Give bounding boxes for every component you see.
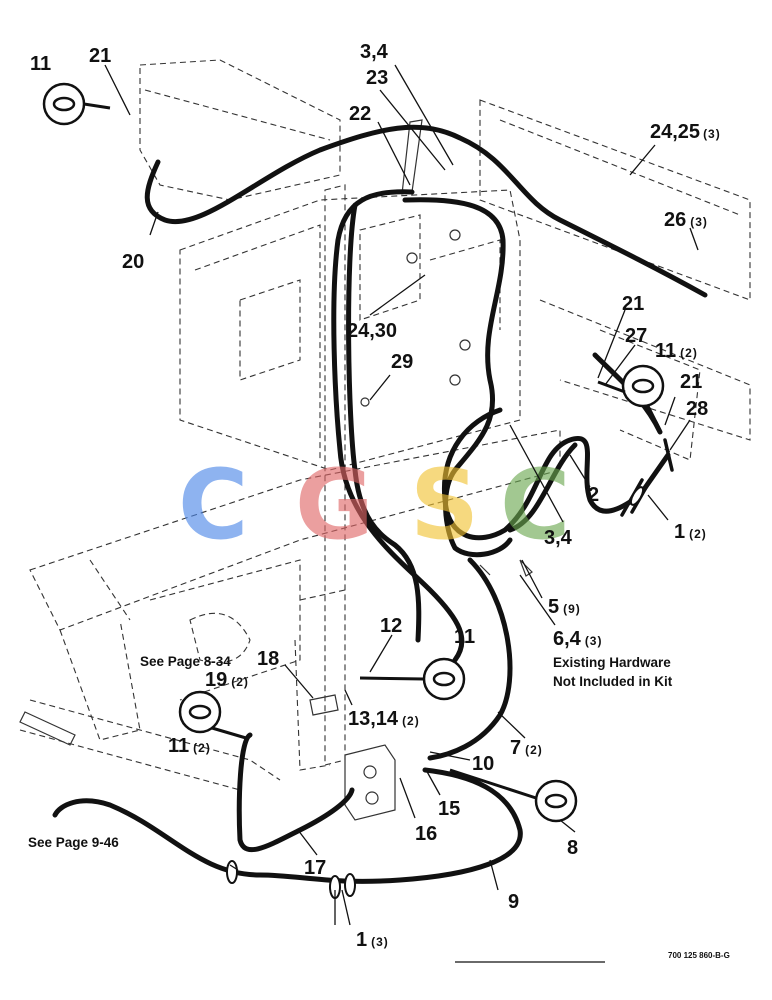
callout-11: 11 [454, 626, 475, 648]
callout-13-14: 13,14(2) [348, 708, 420, 730]
callout-22: 22 [349, 103, 371, 125]
callout-1: 1(3) [356, 929, 389, 951]
existing-hardware-note: Existing Hardware [553, 655, 671, 670]
ring-detail-center [359, 657, 466, 701]
watermark: C G S C [178, 449, 570, 561]
callout-21: 21 [622, 293, 644, 315]
callout-5: 5(9) [548, 596, 581, 618]
ring-detail-right [597, 364, 665, 431]
callout-17: 17 [304, 857, 326, 879]
callout-12: 12 [380, 615, 402, 637]
o-ring-details [42, 82, 665, 823]
leader-lines [104, 64, 699, 963]
callout-24-25: 24,25(3) [650, 121, 721, 143]
see-page-8-34-note: See Page 8-34 [140, 654, 231, 669]
callout-23: 23 [366, 67, 388, 89]
watermark-letter: G [295, 449, 374, 561]
ring-detail-left [178, 690, 247, 740]
callout-27: 27 [625, 325, 647, 347]
callout-16: 16 [415, 823, 437, 845]
callout-3-4: 3,4 [360, 41, 389, 63]
callout-26: 26(3) [664, 209, 708, 231]
machine-frame [19, 59, 751, 821]
callout-7: 7(2) [510, 737, 543, 759]
callout-11: 11(2) [168, 735, 211, 757]
callout-21: 21 [680, 371, 702, 393]
callout-19: 19(2) [205, 669, 249, 691]
hose-clamps [226, 486, 645, 899]
callout-11: 11 [30, 53, 51, 75]
hydraulic-hoses [52, 124, 708, 884]
drawing-number: 700 125 860-B-G [668, 951, 730, 960]
watermark-letter: S [410, 449, 479, 561]
callout-24-30: 24,30 [347, 320, 397, 342]
callout-18: 18 [257, 648, 279, 670]
callout-6-4: 6,4(3) [553, 628, 602, 650]
callout-11: 11(2) [655, 340, 698, 362]
ring-detail-top-left [42, 82, 111, 126]
callout-labels: 11 21 3,4 23 22 24,25(3) 26(3) 20 24,30 … [28, 41, 730, 960]
callout-29: 29 [391, 351, 413, 373]
callout-2: 2 [588, 484, 599, 506]
not-included-note: Not Included in Kit [553, 674, 673, 689]
callout-8: 8 [567, 837, 578, 859]
callout-10: 10 [472, 753, 494, 775]
see-page-9-46-note: See Page 9-46 [28, 835, 119, 850]
callout-28: 28 [686, 398, 708, 420]
callout-1: 1(2) [674, 521, 707, 543]
callout-3-4: 3,4 [544, 527, 573, 549]
watermark-letter: C [178, 449, 248, 561]
watermark-letter: C [500, 449, 570, 561]
callout-9: 9 [508, 891, 519, 913]
callout-20: 20 [122, 251, 144, 273]
callout-21: 21 [89, 45, 111, 67]
callout-15: 15 [438, 798, 460, 820]
ring-detail-item-8 [449, 768, 578, 823]
